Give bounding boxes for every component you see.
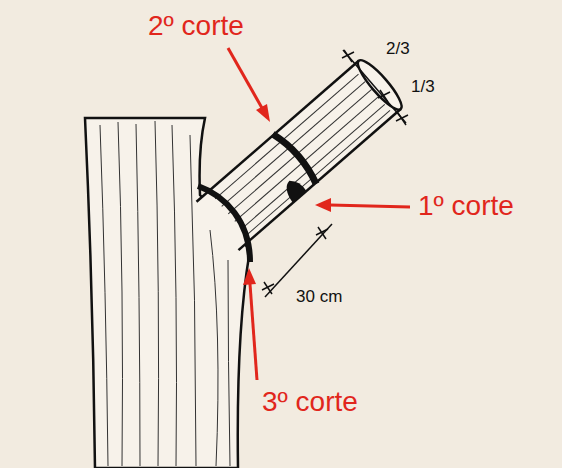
tree-trunk [85, 118, 250, 468]
dimension-lines [262, 50, 408, 297]
cut-label: 2º corte [148, 12, 244, 40]
callout-arrows [228, 48, 410, 380]
cut-label: 1º corte [418, 192, 514, 220]
branch [193, 55, 408, 254]
first-cut [280, 176, 306, 202]
second-cut [273, 131, 320, 184]
cut-label: 3º corte [262, 388, 358, 416]
third-cut [198, 186, 250, 262]
fraction-label: 2/3 [386, 40, 410, 57]
fraction-label: 1/3 [411, 78, 435, 95]
dimension-label: 30 cm [296, 288, 342, 305]
